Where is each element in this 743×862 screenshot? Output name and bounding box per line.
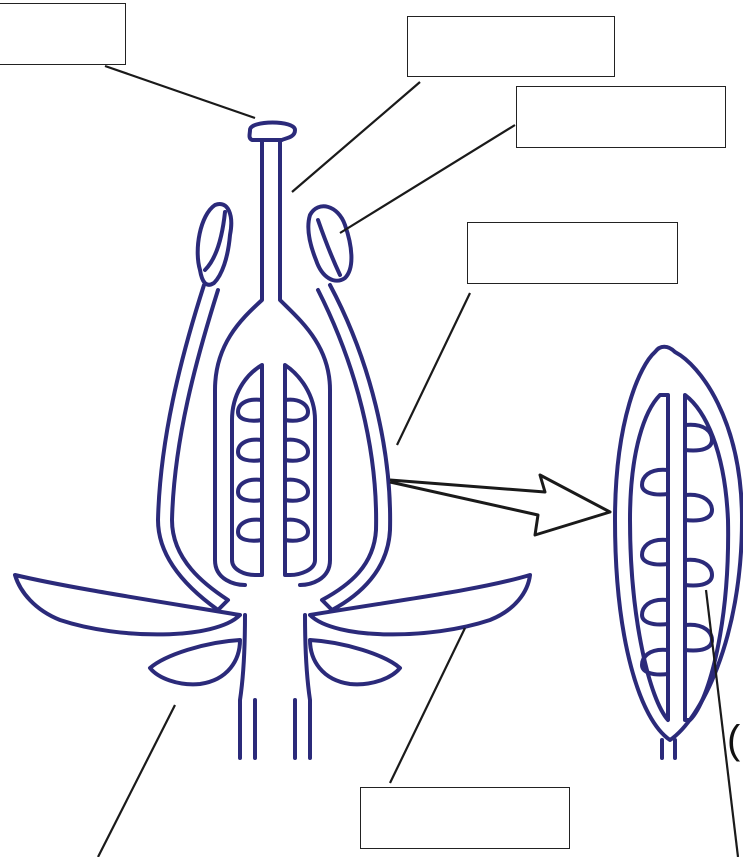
receptacle-stalk <box>240 615 310 758</box>
sepal-right <box>310 640 400 684</box>
ovary-left-wall <box>232 365 262 575</box>
ovule-right-1 <box>285 400 308 421</box>
detail-ovule-5 <box>685 425 712 451</box>
ovule-left-3 <box>238 480 262 501</box>
ovule-right-2 <box>285 440 308 461</box>
leader-line-style <box>292 82 420 192</box>
label-box-bottom-center[interactable] <box>360 787 570 849</box>
ovule-left-2 <box>238 440 262 461</box>
leader-line-anther <box>340 125 515 233</box>
detail-ovule-1 <box>642 470 668 495</box>
label-box-top-left[interactable] <box>0 3 126 65</box>
ovule-right-4 <box>285 520 308 541</box>
label-box-top-right[interactable] <box>516 86 726 148</box>
leader-line-stigma <box>105 66 255 118</box>
leader-line-sepal <box>98 705 175 857</box>
anther-right <box>308 206 351 280</box>
detail-ovule-7 <box>685 560 712 586</box>
detail-ovule-8 <box>685 625 712 651</box>
detail-outer <box>615 347 742 740</box>
filament-left <box>158 285 228 610</box>
stigma-shape <box>250 123 296 141</box>
magnify-arrow <box>390 475 610 535</box>
ovule-left-4 <box>238 520 262 541</box>
leader-line-filament <box>397 293 470 445</box>
sepal-left <box>150 640 240 684</box>
label-box-top-center[interactable] <box>407 16 615 77</box>
ovary-right-wall <box>285 365 315 575</box>
detail-ovule-3 <box>642 600 668 625</box>
anther-right-line <box>318 220 340 275</box>
detail-ovule-2 <box>642 540 668 565</box>
ovule-left-1 <box>238 400 262 421</box>
detail-inner-right <box>685 395 728 720</box>
ovule-right-3 <box>285 480 308 501</box>
anther-left-line <box>205 212 225 270</box>
leader-line-petal <box>390 628 465 783</box>
receptacle-stalk-inner <box>255 700 295 758</box>
detail-ovule-6 <box>685 495 712 521</box>
detail-stalk <box>662 740 675 758</box>
label-box-middle-right[interactable] <box>467 222 678 284</box>
partial-paren-text: ( <box>727 718 740 763</box>
